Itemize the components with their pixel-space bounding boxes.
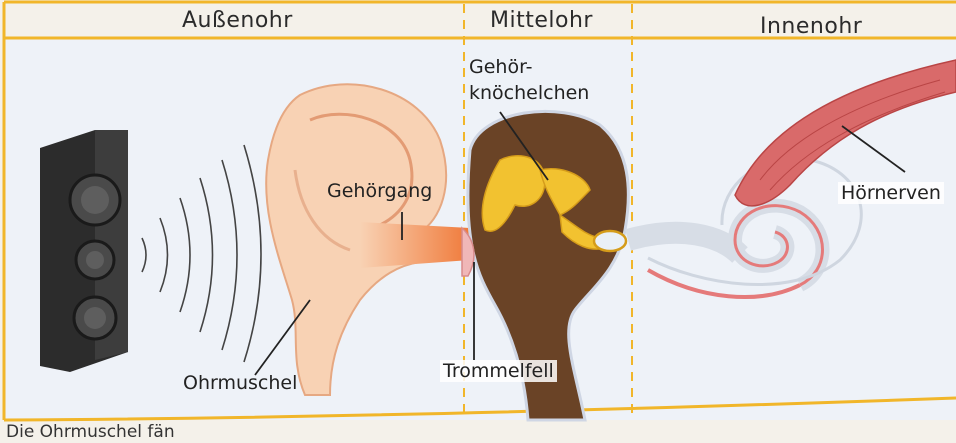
- label-ear-canal: Gehörgang: [324, 180, 435, 202]
- header-middle-ear: Mittelohr: [490, 8, 593, 33]
- caption-text: Die Ohrmuschel fän: [6, 422, 175, 442]
- label-pinna: Ohrmuschel: [180, 372, 300, 394]
- label-ossicles-line1: Gehör-: [466, 56, 536, 78]
- header-outer-ear: Außenohr: [182, 8, 293, 33]
- header-inner-ear: Innenohr: [760, 14, 862, 39]
- label-eardrum: Trommelfell: [440, 360, 557, 382]
- ear-canal: [360, 222, 470, 268]
- label-auditory-nerves: Hörnerven: [838, 182, 944, 204]
- label-ossicles-line2: knöchelchen: [466, 82, 592, 104]
- speaker: [40, 130, 128, 372]
